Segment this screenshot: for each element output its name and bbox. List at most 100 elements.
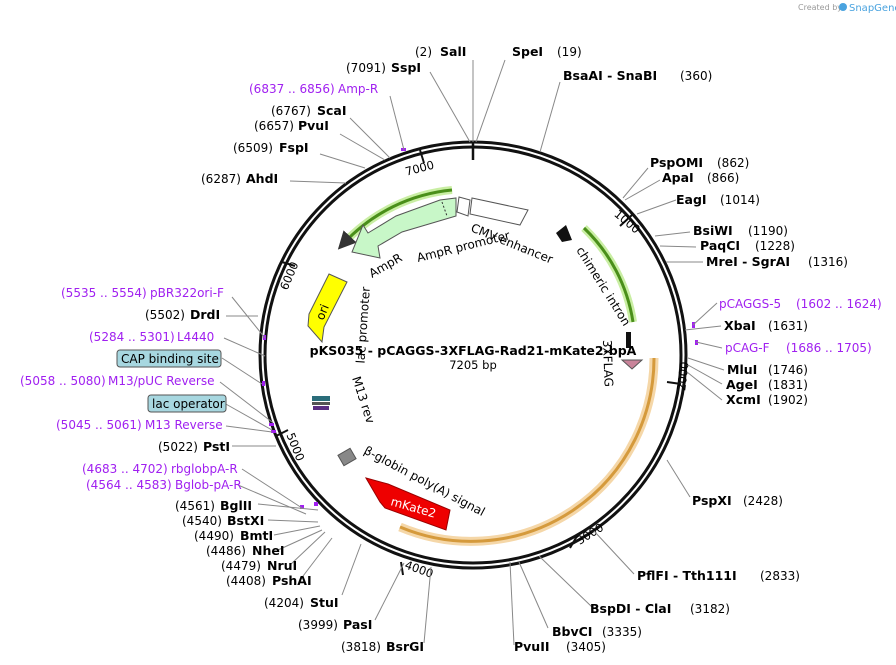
site-psp-omi-pos: (862) bbox=[717, 156, 749, 170]
site-psti-pos: (5022) bbox=[158, 440, 198, 454]
site-clai-pos: (3182) bbox=[690, 602, 730, 616]
primer-bglob-name: Bglob-pA-R bbox=[175, 478, 242, 492]
cap-binding-label: CAP binding site bbox=[121, 352, 219, 366]
primers: (6837 .. 6856) Amp-R pCAGGS-5 (1602 .. 1… bbox=[20, 82, 882, 492]
flag-arrow bbox=[620, 359, 644, 370]
primer-rbglob-range: (4683 .. 4702) bbox=[82, 462, 168, 476]
site-pvui-name: PvuI bbox=[298, 118, 329, 133]
site-xbai-name: XbaI bbox=[724, 318, 756, 333]
site-bstxi-name: BstXI bbox=[227, 513, 264, 528]
site-bsaai-name: BsaAI - SnaBI bbox=[563, 68, 657, 83]
site-sali-pos: (2) bbox=[415, 45, 432, 59]
site-drdi-pos: (5502) bbox=[145, 308, 185, 322]
tick-1000: 1000 bbox=[611, 207, 642, 237]
site-nrui-pos: (4479) bbox=[221, 559, 261, 573]
site-paqci-pos: (1228) bbox=[755, 239, 795, 253]
restriction-sites: (2) SalI SpeI (19) (7091) SspI BsaAI - S… bbox=[145, 44, 848, 654]
primer-pcaggs5-range: (1602 .. 1624) bbox=[796, 297, 882, 311]
site-sali-name: SalI bbox=[440, 44, 466, 59]
cap-binding-box bbox=[116, 349, 222, 368]
lac-operator-mark bbox=[312, 396, 330, 401]
site-bsiwi-name: BsiWI bbox=[693, 223, 733, 238]
lac-operator-box bbox=[147, 394, 227, 413]
primer-pbr322-name: pBR322ori-F bbox=[150, 286, 224, 300]
credit-prefix: Created by bbox=[798, 3, 842, 12]
credit-brand: SnapGene bbox=[849, 3, 896, 14]
primer-pcagf-range: (1686 .. 1705) bbox=[786, 341, 872, 355]
feature-ampr-promoter: AmpR promoter bbox=[415, 228, 511, 265]
site-pvui-pos: (6657) bbox=[254, 119, 294, 133]
site-paqci-name: PaqCI bbox=[700, 238, 740, 253]
feature-lac-promoter: lac promoter bbox=[353, 286, 372, 364]
cap-site-mark bbox=[312, 402, 330, 405]
site-apai-pos: (866) bbox=[707, 171, 739, 185]
site-pasi-name: PasI bbox=[343, 617, 372, 632]
flag-marker bbox=[626, 332, 631, 348]
ampr-promoter-shape bbox=[456, 196, 471, 217]
site-bbvci-pos: (3335) bbox=[602, 625, 642, 639]
ori-shape bbox=[307, 273, 348, 344]
site-sspi-pos: (7091) bbox=[346, 61, 386, 75]
tick-7000: 7000 bbox=[404, 158, 436, 179]
site-pspxi-name: PspXI bbox=[692, 493, 732, 508]
primer-rbglob-name: rbglobpA-R bbox=[171, 462, 238, 476]
site-bsaai-pos: (360) bbox=[680, 69, 712, 83]
site-nrui-name: NruI bbox=[267, 558, 297, 573]
primer-pbr322-range: (5535 .. 5554) bbox=[61, 286, 147, 300]
primer-l4440-range: (5284 .. 5301) bbox=[89, 330, 175, 344]
cmv-enhancer-shape bbox=[469, 197, 529, 226]
site-eagi-name: EagI bbox=[676, 192, 707, 207]
site-mlui-name: MluI bbox=[727, 362, 757, 377]
site-clai-name: BspDI - ClaI bbox=[590, 601, 671, 616]
feature-ori: ori bbox=[313, 302, 332, 322]
site-fspi-pos: (6509) bbox=[233, 141, 273, 155]
primer-pcagf-name: pCAG-F bbox=[725, 341, 770, 355]
primer-bglob-range: (4564 .. 4583) bbox=[86, 478, 172, 492]
site-pshai-name: PshAI bbox=[272, 573, 312, 588]
site-scai-pos: (6767) bbox=[271, 104, 311, 118]
primer-m13rev-range: (5045 .. 5061) bbox=[56, 418, 142, 432]
site-mlui-pos: (1746) bbox=[768, 363, 808, 377]
site-mrei-name: MreI - SgrAI bbox=[706, 254, 790, 269]
site-bstxi-pos: (4540) bbox=[182, 514, 222, 528]
feature-3xflag: 3XFLAG bbox=[600, 340, 616, 387]
site-spei-name: SpeI bbox=[512, 44, 543, 59]
site-pasi-pos: (3999) bbox=[298, 618, 338, 632]
primer-ampr-range: (6837 .. 6856) bbox=[249, 82, 335, 96]
rad21-arc bbox=[399, 357, 656, 543]
primer-m13puc-name: M13/pUC Reverse bbox=[108, 374, 215, 388]
leader-lines bbox=[219, 59, 725, 646]
mkate2-shape bbox=[364, 477, 451, 531]
site-xcmi-name: XcmI bbox=[726, 392, 761, 407]
primer-ampr-name: Amp-R bbox=[338, 82, 378, 96]
site-eagi-pos: (1014) bbox=[720, 193, 760, 207]
site-fspi-name: FspI bbox=[279, 140, 309, 155]
globin-polya-shape bbox=[337, 447, 357, 467]
site-stui-name: StuI bbox=[310, 595, 339, 610]
chimeric-arc bbox=[582, 226, 635, 323]
site-pvuii-name: PvuII bbox=[514, 639, 550, 654]
site-xcmi-pos: (1902) bbox=[768, 393, 808, 407]
plasmid-name: pKS035 - pCAGGS-3XFLAG-Rad21-mKate2-bpA bbox=[310, 343, 637, 358]
site-bsrgi-name: BsrGI bbox=[386, 639, 424, 654]
ampr-dashed bbox=[441, 201, 448, 217]
site-bsrgi-pos: (3818) bbox=[341, 640, 381, 654]
feature-m13-rev: M13 rev bbox=[349, 375, 377, 426]
site-bglii-pos: (4561) bbox=[175, 499, 215, 513]
lac-operator-label: lac operator bbox=[152, 397, 225, 411]
site-nhei-pos: (4486) bbox=[206, 544, 246, 558]
site-xbai-pos: (1631) bbox=[768, 319, 808, 333]
site-ahdi-name: AhdI bbox=[246, 171, 278, 186]
site-pshai-pos: (4408) bbox=[226, 574, 266, 588]
ampr-gene-shape bbox=[351, 197, 457, 259]
site-psp-omi-name: PspOMI bbox=[650, 155, 703, 170]
site-drdi-name: DrdI bbox=[190, 307, 220, 322]
site-nhei-name: NheI bbox=[252, 543, 285, 558]
snapgene-logo-icon bbox=[839, 3, 847, 11]
site-sspi-name: SspI bbox=[391, 60, 421, 75]
site-bsiwi-pos: (1190) bbox=[748, 224, 788, 238]
site-pspxi-pos: (2428) bbox=[743, 494, 783, 508]
site-psti-name: PstI bbox=[203, 439, 230, 454]
site-bbvci-name: BbvCI bbox=[552, 624, 592, 639]
